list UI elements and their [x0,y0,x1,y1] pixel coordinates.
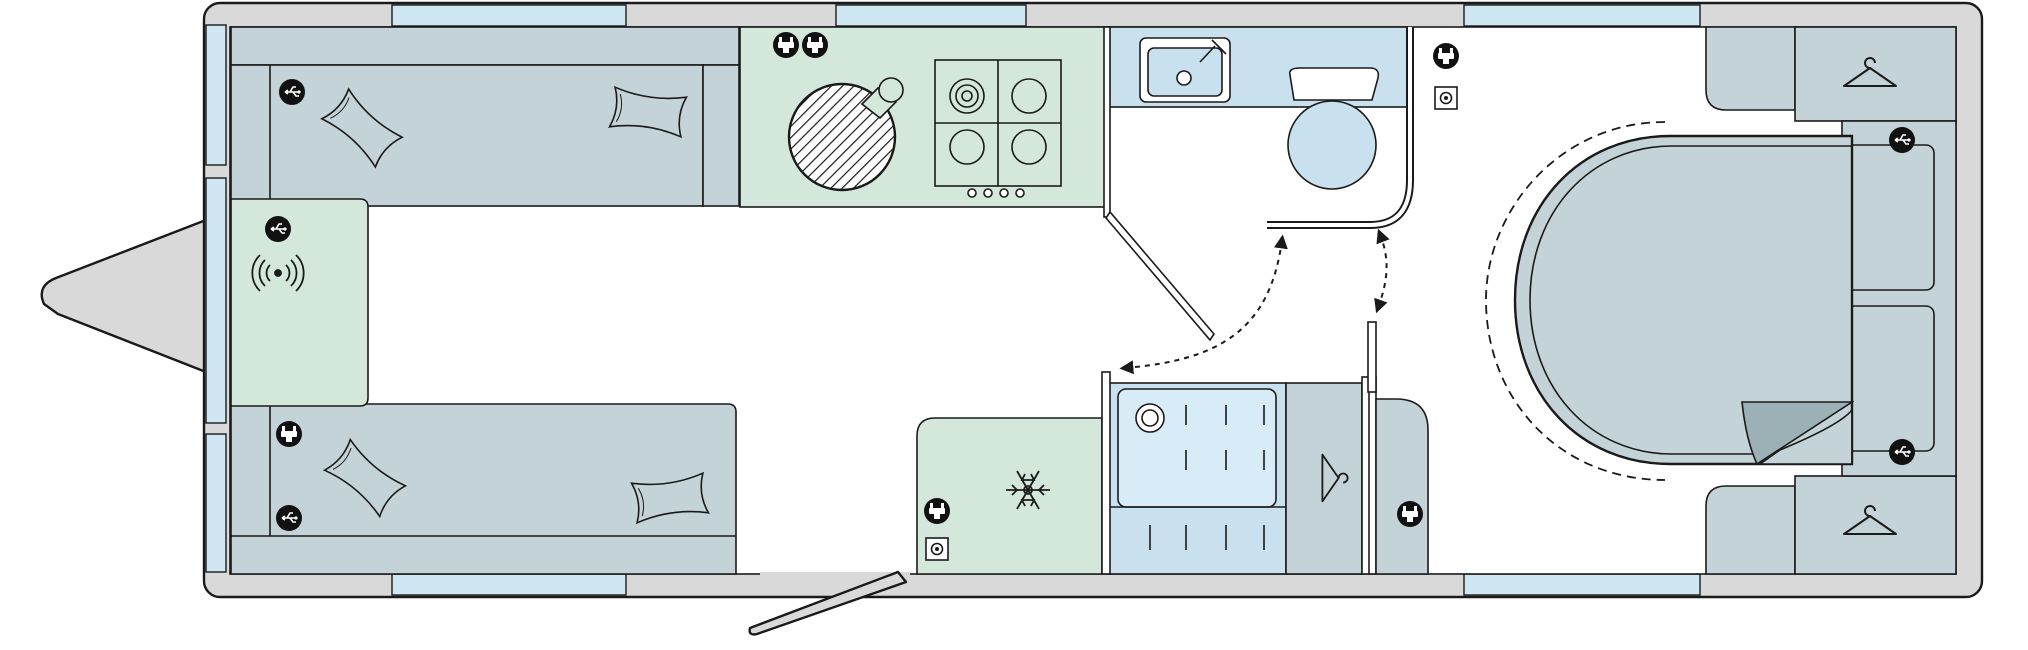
usb-socket-icon [1888,126,1916,154]
shower-wardrobe [1101,321,1429,575]
usb-socket-icon [1888,438,1916,466]
partition-wall [1103,26,1111,218]
plug-socket-icon [1433,43,1459,69]
hob-burner-icon [949,78,985,114]
toilet-icon [1287,67,1380,190]
round-drainer [787,82,897,192]
window [391,4,627,27]
sofa-top-seat [230,64,704,207]
folded-duvet [1741,401,1855,466]
front-lounge [230,26,740,575]
wardrobe [1285,382,1363,575]
sofa-top-back [230,26,740,66]
shower-drain [1135,403,1165,433]
window [1463,573,1701,596]
plug-socket-icon [773,32,799,58]
kitchen [739,26,1107,208]
usb-socket-icon [278,78,306,106]
plug-socket-icon [276,421,302,447]
wardrobe [1794,26,1957,122]
sliding-door [1367,321,1377,393]
fridge-unit [916,417,1103,575]
window [391,573,627,596]
sofa-bottom [230,403,737,575]
snowflake-icon [1006,470,1050,510]
shower-panel [1101,371,1111,575]
windows [205,4,1701,596]
bed-headboard-panel [1757,136,1853,465]
wardrobe [1794,475,1957,575]
door-swing-arrow-icon [1119,234,1288,375]
plug-socket-icon [802,32,828,58]
tv-socket-icon [925,537,949,561]
rear-bedroom [1485,26,1957,575]
usb-socket-icon [275,504,303,532]
island-bed [1513,134,1854,466]
usb-socket-icon [264,215,292,243]
hob-burner-icon [1011,129,1047,165]
plug-socket-icon [924,498,950,524]
window [1463,4,1701,27]
sofa-top-arm [702,64,740,207]
washroom [1103,26,1414,342]
plug-socket-icon [1397,501,1423,527]
hob-burner-icon [949,129,985,165]
hob-burner-icon [1011,78,1047,114]
tow-hitch [40,218,208,374]
window [205,24,227,166]
window [205,433,227,573]
tv-socket-icon [1434,86,1458,110]
window [835,4,1027,27]
fridge-cabinet [916,417,1103,575]
window [205,177,227,424]
bed-extension-outline [1485,121,1666,481]
entrance-door [748,570,910,636]
hob-knobs [967,188,1025,198]
front-chest [230,198,369,407]
bedroom-side-unit [1375,398,1429,575]
wifi-icon [251,254,305,292]
door-leaf [748,570,908,636]
